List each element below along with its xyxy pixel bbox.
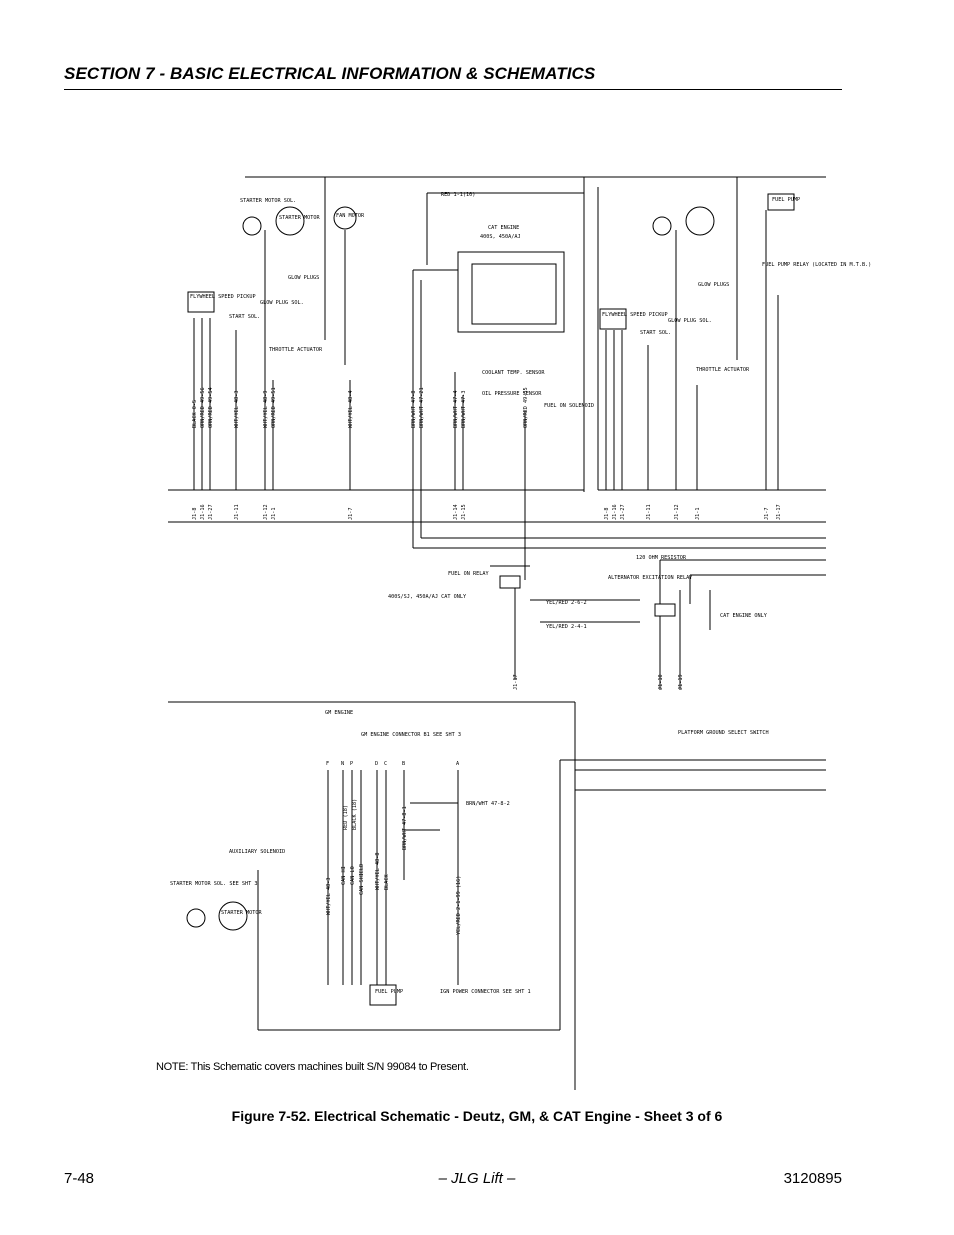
starter-motor-label: STARTER MOTOR [279,215,320,221]
pin-label: J1-8 [192,508,198,521]
gm-pin-label: N [341,761,344,767]
fuel-pump-label: FUEL PUMP [772,197,800,203]
pin-label: J1-27 [208,504,214,520]
platform-switch-label: PLATFORM GROUND SELECT SWITCH [678,730,769,736]
gm-wire-label: CAN HI [341,866,347,885]
alternator-relay-label: ALTERNATOR EXCITATION RELAY [608,575,693,581]
fuel-pump-gm-label: FUEL PUMP [375,989,403,995]
pin-label: J1-7 [764,508,770,521]
header-rule [64,89,842,90]
starter-motor-sol-label: STARTER MOTOR SOL. [240,198,296,204]
gm-connector-label: GM ENGINE CONNECTOR B1 SEE SHT 3 [361,732,461,738]
pin-label: J1-12 [674,504,680,520]
gm-wire-label: WHT/YEL 48-8 [375,853,381,890]
wire-label: WHT/YEL 48-3 [234,391,240,428]
relay-note-label: 400S/SJ, 450A/AJ CAT ONLY [388,594,467,600]
schematic-note: NOTE: This Schematic covers machines bui… [156,1061,469,1073]
gm-pin-label: F [326,761,329,767]
starter-motor-sol-see-label: STARTER MOTOR SOL. SEE SHT 3 [170,881,257,887]
flywheel-pickup-label: FLYWHEEL SPEED PICKUP [190,294,256,300]
wire-label: WHT/YEL 48-9 [263,391,269,428]
cat-engine-title: CAT ENGINE [488,225,519,231]
glow-plugs-label: GLOW PLUGS [288,275,319,281]
pin-label: J1-1 [271,508,277,521]
pin-label: J1-7 [348,508,354,521]
pin-label: J1-11 [234,504,240,520]
yel-red-2-4-1-label: YEL/RED 2-4-1 [546,624,587,630]
gm-wire-label: BLACK [384,874,390,890]
gm-engine-label: GM ENGINE [325,710,353,716]
oil-pressure-label: OIL PRESSURE SENSOR [482,391,542,397]
section-title: SECTION 7 - BASIC ELECTRICAL INFORMATION… [64,64,596,83]
gm-wire-label: CAN SHIELD [359,864,365,895]
coolant-temp-label: COOLANT TEMP. SENSOR [482,370,545,376]
pin-label: J1-27 [620,504,626,520]
page-number: 7-48 [64,1170,95,1187]
wire-label: BRN/WHT 47-21 [419,387,425,428]
gm-pin-label: C [384,761,387,767]
cat-engine-only-label: CAT ENGINE ONLY [720,613,768,619]
wire-label: ORN/RED 49-51 [271,387,277,428]
pin-label: J1-15 [461,504,467,520]
pin-label: J1-14 [453,504,459,520]
wire-label: BRN/WHT 47-4 [453,391,459,428]
glow-plug-sol-right-label: GLOW PLUG SOL. [668,318,712,324]
pin-label: J1-1 [695,508,701,521]
gm-wire-label: WHT/YEL 48-3 [326,878,332,915]
throttle-actuator-right-label: THROTTLE ACTUATOR [696,367,750,373]
ohm-resistor-label: 120 OHM RESISTOR [636,555,687,561]
wire-label: ORN/RED 49-55 [523,387,529,428]
pin-label: J1-16 [612,504,618,520]
figure-caption: Figure 7-52. Electrical Schematic - Deut… [231,1108,723,1124]
pin-label: J1-16 [200,504,206,520]
gm-wire-label: BRN/WHT 47-8-1 [402,806,408,850]
gm-pin-label: P [350,761,353,767]
fan-motor-label: FAN MOTOR [336,213,365,219]
footer-brand: – JLG Lift – [438,1170,516,1187]
fuel-on-relay-label: FUEL ON RELAY [448,571,489,577]
start-sol-label: START SOL. [229,314,260,320]
gm-wire-label: RED (18) [343,805,349,830]
fuel-pump-relay-label: FUEL PUMP RELAY (LOCATED IN M.T.B.) [762,262,871,268]
yel-red-2-6-2-label: YEL/RED 2-6-2 [546,600,587,606]
gm-pin-label: D [375,761,378,767]
document-number: 3120895 [783,1170,842,1187]
fuel-on-solenoid-label: FUEL ON SOLENOID [544,403,594,409]
flywheel-pickup-right-label: FLYWHEEL SPEED PICKUP [602,312,668,318]
pin-label: J1-8 [604,508,610,521]
pin-label: J1-17 [776,504,782,520]
glow-plug-sol-label: GLOW PLUG SOL. [260,300,304,306]
gm-wire-label: BLACK (18) [352,799,358,830]
auxiliary-solenoid-label: AUXILIARY SOLENOID [229,849,285,855]
glow-plugs-right-label: GLOW PLUGS [698,282,729,288]
wire-label: WHT/YEL 48-4 [348,391,354,428]
pin-label: J1-19 [678,674,684,690]
wire-label: ORN/RED 49-56 [200,387,206,428]
wire-label: BRN/WHT 47-3 [461,391,467,428]
starter-motor-gm-label: STARTER MOTOR [221,910,262,916]
gm-wire-label: CAN LO [350,866,356,885]
wire-label: BLACK 0-5 [192,400,198,428]
gm-wire-label: YEL/RED 2-1-99 (16) [456,876,462,935]
ign-power-connector-label: IGN POWER CONNECTOR SEE SHT 1 [440,989,531,995]
gm-pin-label: B [402,761,405,767]
throttle-actuator-label: THROTTLE ACTUATOR [269,347,323,353]
pin-label: J1-17 [513,674,519,690]
pin-label: J1-12 [263,504,269,520]
pin-label: J1-11 [646,504,652,520]
start-sol-right-label: START SOL. [640,330,671,336]
red-1-10-label: RED 1-1(10) [441,192,475,198]
gm-pin-label: A [456,761,460,767]
pin-label: J1-10 [658,674,664,690]
wire-label: BRN/WHT 47-8 [411,391,417,428]
cat-engine-models: 400S, 450A/AJ [480,234,521,240]
wire-label: ORN/RED 49-54 [208,387,214,428]
brn-wht-47-8-2-label: BRN/WHT 47-8-2 [466,801,510,807]
